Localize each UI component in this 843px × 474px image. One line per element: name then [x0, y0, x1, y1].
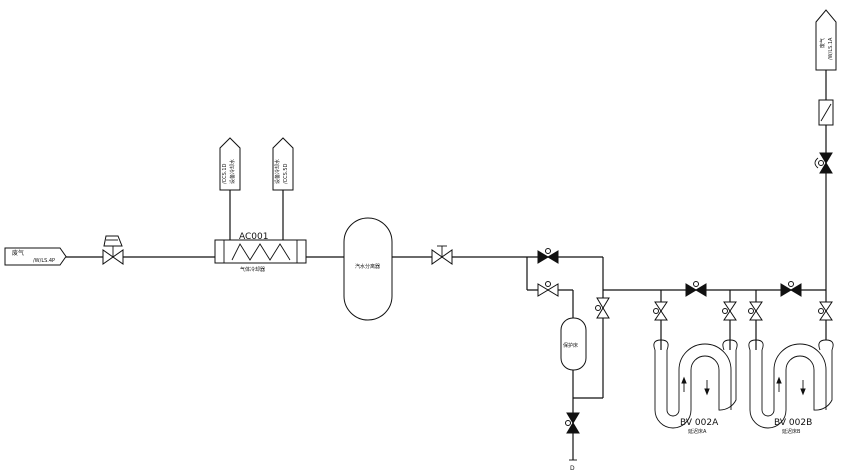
delay-bed-b-inlet-valve [748, 301, 763, 321]
delay-bed-a-inlet-valve [653, 301, 668, 321]
cooler-name: 气体冷却器 [240, 266, 265, 273]
outlet-name: 废气 [819, 38, 826, 48]
outlet-code: /W/LS.1A [828, 37, 834, 60]
outlet-closed-valve [814, 152, 833, 174]
drain-label: D [570, 465, 575, 472]
header-closed-valve-b [780, 281, 802, 297]
process-piping [66, 70, 827, 460]
guard-bed-outlet-valve [595, 297, 610, 319]
inlet-name: 废气 [12, 249, 24, 257]
gas-cooler: AC001 气体冷却器 [214, 232, 307, 273]
steam-water-separator: 汽水分离器 [343, 217, 393, 321]
delay-bed-a-outlet-valve [722, 301, 737, 321]
inlet-control-valve [102, 235, 124, 265]
bypass-closed-valve [537, 248, 559, 264]
delay-bed-b-outlet-valve [818, 301, 833, 321]
delay-bed-b-tag: BV 002B [774, 418, 812, 428]
cooling-return-tag: 设备冷却水 /CCS.5D [272, 137, 294, 191]
guard-bed: 保护床 [560, 317, 587, 371]
delay-bed-b: BV 002B 延迟床B [748, 339, 834, 435]
cooler-tag: AC001 [239, 232, 268, 242]
inlet-code: /W/LS.4P [33, 258, 55, 264]
inlet-tag: 废气 /W/LS.4P [4, 247, 67, 266]
cooling-return-code: /CCS.5D [283, 163, 289, 184]
guard-bed-inlet-valve [537, 281, 559, 297]
outlet-tag: 废气 /W/LS.1A [815, 9, 837, 71]
delay-bed-a: BV 002A 延迟床A [653, 339, 738, 435]
cooling-supply-code: /CCS.1D [222, 163, 228, 184]
delay-bed-a-name: 延迟床A [688, 428, 707, 435]
drain-valve: D [565, 412, 580, 472]
cooling-supply-tag: /CCS.1D 设备冷却水 [219, 137, 241, 191]
delay-bed-a-tag: BV 002A [680, 418, 719, 428]
cooling-return-name: 设备冷却水 [274, 159, 281, 184]
separator-outlet-valve [431, 245, 453, 265]
delay-bed-b-name: 延迟床B [782, 428, 801, 435]
outlet-check-valve [818, 99, 834, 126]
guard-bed-name: 保护床 [563, 342, 578, 349]
header-closed-valve-a [685, 281, 707, 297]
separator-name: 汽水分离器 [355, 263, 380, 270]
cooling-supply-name: 设备冷却水 [229, 159, 236, 184]
